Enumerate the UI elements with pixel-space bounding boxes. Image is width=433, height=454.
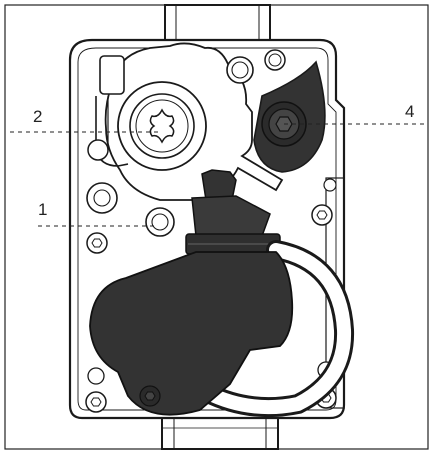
callout-label-4: 4 <box>405 102 414 121</box>
coil-assembly <box>89 240 355 418</box>
callout-label-2: 2 <box>33 107 42 126</box>
callout-2: 2 <box>10 107 160 133</box>
coil-screw-icon <box>144 391 156 401</box>
adjust-bracket <box>87 55 129 167</box>
callout-label-1: 1 <box>38 200 47 219</box>
callout-4: 4 <box>284 102 426 125</box>
connector-plug <box>185 169 281 255</box>
mounting-holes <box>86 49 337 237</box>
callout-1: 1 <box>38 200 158 227</box>
valve-body-inner-edge <box>77 47 337 411</box>
regulator-knob <box>117 81 207 171</box>
torx-screw-icon <box>149 108 175 144</box>
